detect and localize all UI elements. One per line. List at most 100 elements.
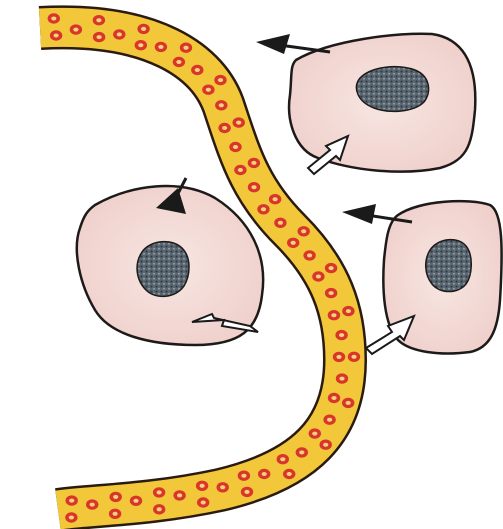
red-blood-cell-icon [274, 218, 286, 228]
rbc-center [133, 499, 138, 503]
rbc-center [96, 18, 101, 22]
rbc-center [141, 27, 146, 31]
red-blood-cell-icon [110, 492, 122, 502]
red-blood-cell-icon [70, 24, 82, 34]
red-blood-cell-icon [336, 373, 348, 383]
rbc-center [220, 485, 225, 489]
rbc-center [236, 121, 241, 125]
rbc-center [316, 275, 321, 279]
red-blood-cell-icon [328, 393, 340, 403]
red-blood-cell-icon [153, 487, 165, 497]
red-blood-cell-icon [173, 57, 185, 67]
rbc-center [73, 28, 78, 32]
rbc-center [51, 17, 56, 21]
red-blood-cell-icon [328, 310, 340, 320]
rbc-center [323, 443, 328, 447]
red-blood-cell-icon [303, 250, 315, 260]
red-blood-cell-icon [257, 204, 269, 214]
rbc-center [280, 457, 285, 461]
rbc-center [158, 45, 163, 49]
rbc-center [351, 355, 356, 359]
rbc-center [307, 253, 312, 257]
nucleus-icon [137, 242, 189, 297]
red-blood-cell-icon [155, 42, 167, 52]
red-blood-cell-icon [86, 499, 98, 509]
red-blood-cell-icon [342, 306, 354, 316]
red-blood-cell-icon [309, 428, 321, 438]
red-blood-cell-icon [248, 158, 260, 168]
rbc-center [346, 309, 351, 313]
rbc-center [339, 377, 344, 381]
rbc-center [177, 493, 182, 497]
rbc-center [195, 68, 200, 72]
rbc-center [218, 78, 223, 82]
rbc-center [97, 35, 102, 39]
red-blood-cell-icon [137, 24, 149, 34]
rbc-center [291, 241, 296, 245]
rbc-center [273, 197, 278, 201]
rbc-center [278, 221, 283, 225]
rbc-center [244, 490, 249, 494]
red-blood-cell-icon [214, 75, 226, 85]
red-blood-cell-icon [258, 469, 270, 479]
rbc-center [117, 32, 122, 36]
red-blood-cell-icon [296, 447, 308, 457]
cell-left [77, 178, 263, 345]
rbc-center [299, 450, 304, 454]
rbc-center [54, 34, 59, 38]
red-blood-cell-icon [325, 263, 337, 273]
red-blood-cell-icon [202, 85, 214, 95]
rbc-center [301, 229, 306, 233]
rbc-center [219, 103, 224, 107]
red-blood-cell-icon [325, 288, 337, 298]
red-blood-cell-icon [217, 482, 229, 492]
red-blood-cell-icon [320, 440, 332, 450]
rbc-center [327, 418, 332, 422]
rbc-center [113, 495, 118, 499]
red-blood-cell-icon [130, 496, 142, 506]
nucleus-icon [426, 240, 472, 292]
rbc-center [201, 501, 206, 505]
rbc-center [69, 499, 74, 503]
red-blood-cell-icon [93, 15, 105, 25]
rbc-center [222, 126, 227, 130]
red-blood-cell-icon [248, 182, 260, 192]
rbc-center [331, 396, 336, 400]
rbc-center [331, 313, 336, 317]
rbc-center [113, 512, 118, 516]
dark-arrow-icon [256, 34, 330, 54]
cell-bottom-right [342, 201, 502, 354]
red-blood-cell-icon [180, 43, 192, 53]
red-blood-cell-icon [287, 238, 299, 248]
rbc-center [157, 490, 162, 494]
rbc-center [183, 46, 188, 50]
red-blood-cell-icon [323, 415, 335, 425]
red-blood-cell-icon [135, 40, 147, 50]
rbc-center [157, 507, 162, 511]
rbc-center [312, 432, 317, 436]
red-blood-cell-icon [65, 512, 77, 522]
red-blood-cell-icon [283, 469, 295, 479]
rbc-center [346, 401, 351, 405]
red-blood-cell-icon [348, 352, 360, 362]
rbc-center [176, 60, 181, 64]
red-blood-cell-icon [113, 29, 125, 39]
red-blood-cell-icon [191, 65, 203, 75]
red-blood-cell-icon [66, 495, 78, 505]
red-blood-cell-icon [234, 165, 246, 175]
rbc-center [262, 472, 267, 476]
cell-top-right [256, 34, 475, 174]
red-blood-cell-icon [335, 330, 347, 340]
red-blood-cell-icon [109, 509, 121, 519]
red-blood-cell-icon [298, 226, 310, 236]
red-blood-cell-icon [197, 497, 209, 507]
rbc-center [329, 266, 334, 270]
red-blood-cell-icon [93, 32, 105, 42]
red-blood-cell-icon [241, 487, 253, 497]
nucleus-icon [356, 67, 428, 112]
red-blood-cell-icon [238, 471, 250, 481]
red-blood-cell-icon [215, 100, 227, 110]
rbc-center [69, 516, 74, 520]
